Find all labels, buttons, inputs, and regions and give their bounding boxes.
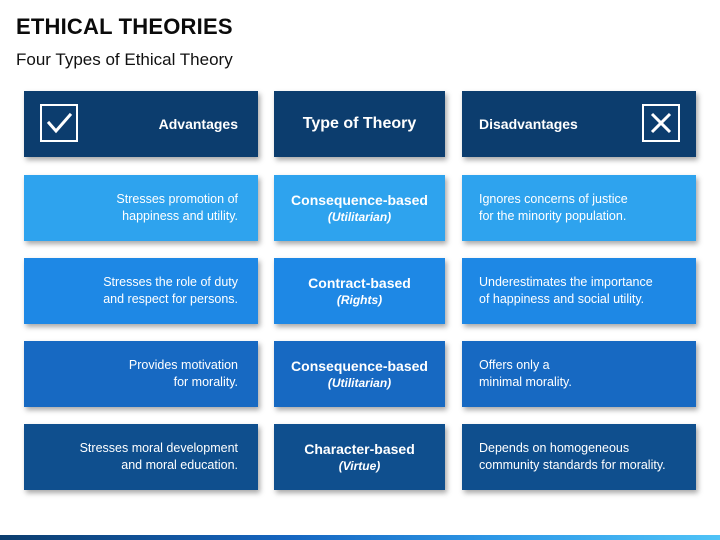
disadvantage-cell: Ignores concerns of justice for the mino… [462, 175, 696, 241]
disadvantage-line: Offers only a [479, 358, 550, 372]
checkmark-icon [40, 104, 78, 142]
type-label: Type of Theory [302, 115, 417, 132]
advantage-line: and respect for persons. [103, 292, 238, 306]
theory-type-cell: Contract-based (Rights) [274, 258, 445, 324]
theory-type: Character-based [304, 441, 415, 457]
disadvantages-label: Disadvantages [479, 116, 578, 132]
theory-subtype: (Rights) [336, 293, 383, 307]
advantage-line: and moral education. [121, 458, 238, 472]
page-subtitle: Four Types of Ethical Theory [16, 50, 233, 69]
type-header: Type of Theory [274, 91, 445, 157]
advantage-line: Stresses promotion of [116, 192, 238, 206]
disadvantage-line: Depends on homogeneous [479, 441, 630, 455]
disadvantage-cell: Depends on homogeneous community standar… [462, 424, 696, 490]
disadvantages-header: Disadvantages [462, 91, 696, 157]
disadvantage-cell: Underestimates the importance of happine… [462, 258, 696, 324]
theory-type: Contract-based [308, 275, 411, 291]
theory-type-cell: Consequence-based (Utilitarian) [274, 341, 445, 407]
disadvantage-line: community standards for morality. [479, 458, 666, 472]
theory-type: Consequence-based [291, 358, 428, 374]
advantage-cell: Provides motivation for morality. [24, 341, 258, 407]
theory-subtype: (Utilitarian) [327, 376, 392, 390]
theory-type: Consequence-based [291, 192, 428, 208]
advantage-line: for morality. [173, 375, 238, 389]
advantage-line: Stresses moral development [79, 441, 238, 455]
advantage-line: Stresses the role of duty [103, 275, 238, 289]
advantages-label: Advantages [158, 116, 238, 132]
close-icon [642, 104, 680, 142]
disadvantage-line: for the minority population. [479, 209, 627, 223]
theory-subtype: (Virtue) [338, 459, 381, 473]
advantage-cell: Stresses promotion of happiness and util… [24, 175, 258, 241]
disadvantage-line: of happiness and social utility. [479, 292, 645, 306]
disadvantage-line: minimal morality. [479, 375, 572, 389]
theory-subtype: (Utilitarian) [327, 210, 392, 224]
disadvantage-cell: Offers only a minimal morality. [462, 341, 696, 407]
advantage-line: happiness and utility. [122, 209, 238, 223]
theory-type-cell: Consequence-based (Utilitarian) [274, 175, 445, 241]
advantage-line: Provides motivation [128, 358, 238, 372]
disadvantage-line: Underestimates the importance [479, 275, 653, 289]
page-title: ETHICAL THEORIES [16, 14, 233, 39]
theory-type-cell: Character-based (Virtue) [274, 424, 445, 490]
disadvantage-line: Ignores concerns of justice [479, 192, 628, 206]
advantages-header: Advantages [24, 91, 258, 157]
advantage-cell: Stresses the role of duty and respect fo… [24, 258, 258, 324]
bottom-accent-bar [0, 535, 720, 540]
advantage-cell: Stresses moral development and moral edu… [24, 424, 258, 490]
